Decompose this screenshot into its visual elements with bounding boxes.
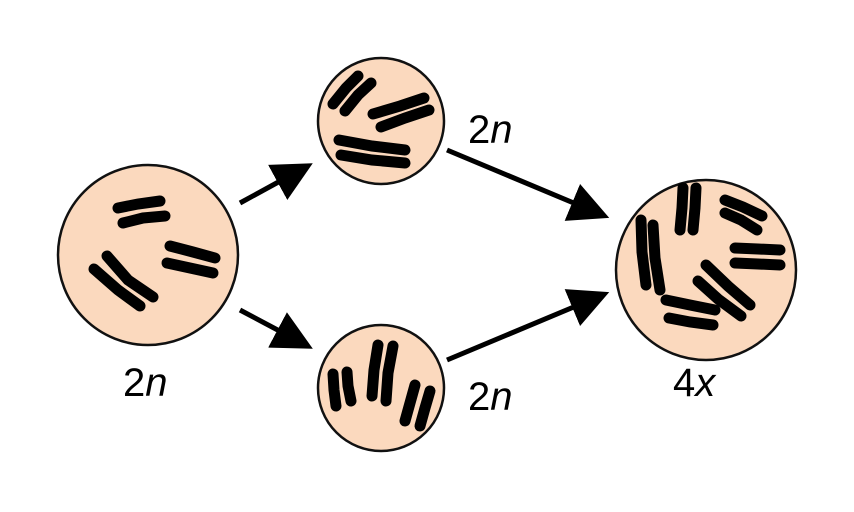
chromosomes xyxy=(327,339,436,432)
result-ploidy-label: 4x xyxy=(673,361,717,405)
chromosomes xyxy=(88,195,221,312)
chromosomes xyxy=(635,182,786,331)
top-daughter-cell xyxy=(316,56,446,186)
chromosomes xyxy=(327,70,435,169)
arrows xyxy=(238,147,610,363)
parent-cell xyxy=(56,163,240,347)
bottom-daughter-ploidy-label: 2n xyxy=(468,375,513,419)
arrow-icon xyxy=(446,147,610,221)
arrow-icon xyxy=(446,289,610,363)
top-daughter-ploidy-label: 2n xyxy=(468,108,513,152)
parent-ploidy-label: 2n xyxy=(123,361,168,405)
bottom-daughter-cell xyxy=(316,323,446,453)
arrow-icon xyxy=(238,163,313,206)
arrow-icon xyxy=(238,307,313,349)
tetraploid-cell xyxy=(614,178,798,362)
